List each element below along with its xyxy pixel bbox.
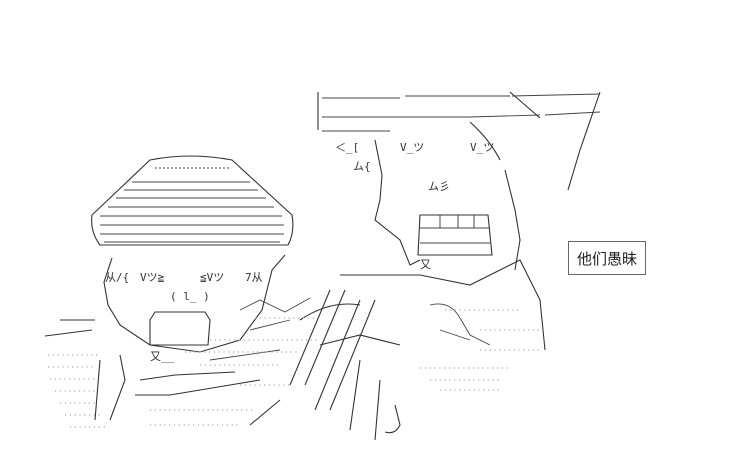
left-nose: ( l_ ) (170, 290, 210, 303)
right-body (299, 259, 546, 441)
right-hair-stripes (322, 93, 601, 132)
left-eye-left: Vツ≧ (140, 271, 165, 284)
left-eye-right: ≦Vツ (200, 271, 224, 284)
right-teeth (420, 215, 490, 244)
left-mouth-text: 又__ (150, 350, 175, 363)
right-eye-right: V_ツ (470, 141, 494, 154)
right-mouth (417, 214, 493, 256)
left-face-hair-right: 7从 (245, 271, 263, 284)
right-character: ＜_[ V_ツ V_ツ ム{ ム彡 又 (299, 91, 601, 441)
left-hat-stripes (100, 181, 284, 243)
right-nose: ム彡 (428, 180, 450, 193)
right-face-cheek: ム{ (353, 160, 371, 173)
right-eye-left: V_ツ (400, 141, 424, 154)
caption-box: 他们愚昧 (568, 241, 646, 275)
left-face (103, 254, 286, 353)
right-face-outline (374, 139, 521, 271)
right-hair-outline (317, 91, 601, 191)
dotted-shading (48, 309, 540, 428)
left-body (44, 319, 261, 421)
action-lines (249, 289, 376, 426)
left-mouth (149, 311, 211, 346)
left-arm-wave (209, 297, 311, 361)
right-chin: 又 (420, 258, 431, 271)
right-hand (429, 303, 491, 346)
left-hat-outline (91, 155, 294, 246)
left-character: 从/{ Vツ≧ ≦Vツ 7从 ( l_ ) 又__ (44, 155, 311, 421)
caption-text: 他们愚昧 (576, 249, 637, 268)
right-face-brow: ＜_[ (335, 141, 359, 154)
left-face-hair: 从/{ (105, 271, 129, 284)
